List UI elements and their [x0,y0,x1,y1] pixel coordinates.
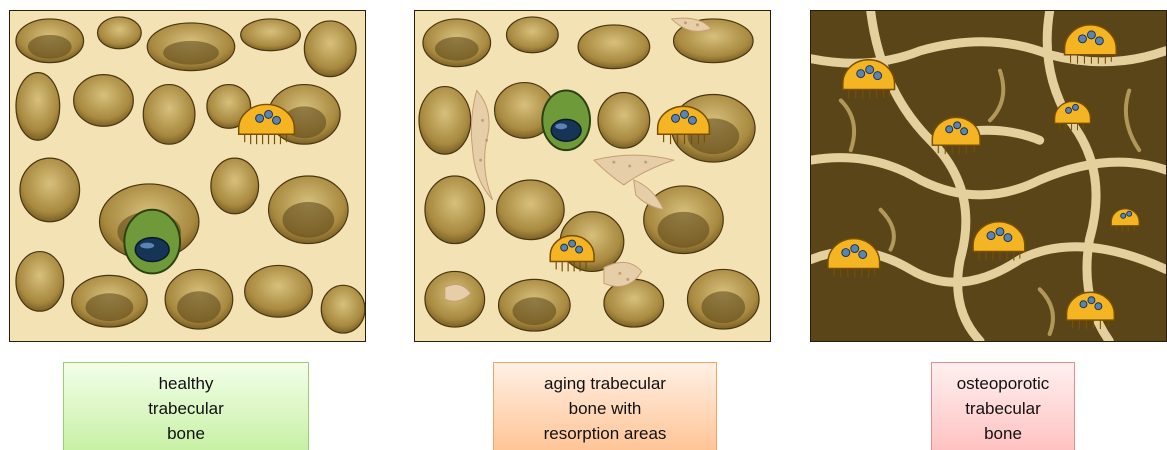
label-osteoporotic: osteoporotic trabecular bone [931,362,1075,450]
osteoblast-cell [124,210,180,274]
aging-bone-illustration [414,10,771,342]
osteoblast-cell [542,91,590,151]
label-aging: aging trabecular bone with resorption ar… [493,362,717,450]
osteoporotic-bone-illustration [810,10,1167,342]
label-healthy: healthy trabecular bone [63,362,309,450]
healthy-bone-illustration [9,10,366,342]
